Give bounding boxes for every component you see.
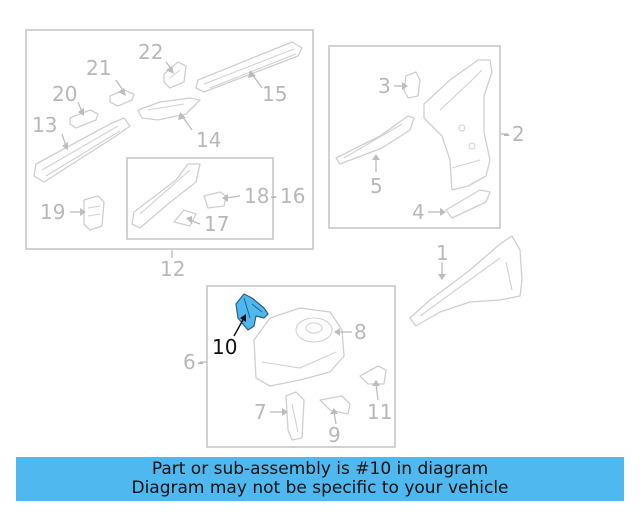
part-label-19: 19 xyxy=(40,200,65,224)
part-16-inner-shape xyxy=(131,163,201,229)
leader-lines xyxy=(61,61,508,425)
part-label-15: 15 xyxy=(262,82,287,106)
footer-banner: Part or sub-assembly is #10 in diagram D… xyxy=(16,457,624,501)
part-label-8: 8 xyxy=(354,320,367,344)
part-label-10: 10 xyxy=(212,335,237,359)
part-3-shape xyxy=(403,71,421,99)
part-10-shape xyxy=(235,293,269,331)
part-7-shape xyxy=(285,391,305,441)
part-2-shape xyxy=(423,59,493,191)
part-label-20: 20 xyxy=(52,82,77,106)
part-9-shape xyxy=(319,395,351,415)
part-label-14: 14 xyxy=(196,128,221,152)
part-label-2-dash: - xyxy=(503,122,510,146)
part-5-shape xyxy=(335,115,415,165)
part-label-3: 3 xyxy=(378,74,391,98)
part-label-21: 21 xyxy=(86,56,111,80)
part-label-6: 6 xyxy=(183,350,196,374)
part-22-shape xyxy=(163,61,187,89)
part-label-2: 2 xyxy=(512,122,525,146)
part-20-shape xyxy=(69,109,99,129)
footer-line-1: Part or sub-assembly is #10 in diagram xyxy=(151,459,489,479)
part-label-7: 7 xyxy=(254,400,267,424)
part-label-11: 11 xyxy=(367,400,392,424)
parts-diagram: 15 22 21 20 14 13 19 18 - 16 17 12 3 - 2… xyxy=(25,29,525,448)
group-12-frame xyxy=(25,29,314,250)
part-label-16-dash: - xyxy=(270,184,277,208)
part-14-shape xyxy=(137,97,201,121)
part-label-5: 5 xyxy=(370,174,383,198)
part-label-13: 13 xyxy=(32,113,57,137)
part-label-6-dash: - xyxy=(197,350,204,374)
part-8-shape xyxy=(253,307,345,387)
footer-line-2: Diagram may not be specific to your vehi… xyxy=(131,478,509,498)
part-label-12: 12 xyxy=(160,257,185,281)
part-label-17: 17 xyxy=(204,212,229,236)
group-6-frame xyxy=(206,285,396,448)
part-11-shape xyxy=(359,365,387,385)
group-16-frame xyxy=(126,157,274,240)
group-2-frame xyxy=(328,45,501,229)
part-label-9: 9 xyxy=(328,423,341,447)
part-label-16: 16 xyxy=(280,184,305,208)
part-4-shape xyxy=(445,189,491,219)
part-label-1: 1 xyxy=(436,241,449,265)
part-13-shape xyxy=(33,117,131,183)
part-label-4: 4 xyxy=(412,200,425,224)
part-18-shape xyxy=(203,191,227,209)
part-1-shape xyxy=(409,235,523,327)
part-15-shape xyxy=(195,41,303,93)
part-17-shape xyxy=(173,209,197,227)
part-label-18: 18 xyxy=(244,184,269,208)
part-19-shape xyxy=(83,195,105,231)
part-label-22: 22 xyxy=(138,40,163,64)
